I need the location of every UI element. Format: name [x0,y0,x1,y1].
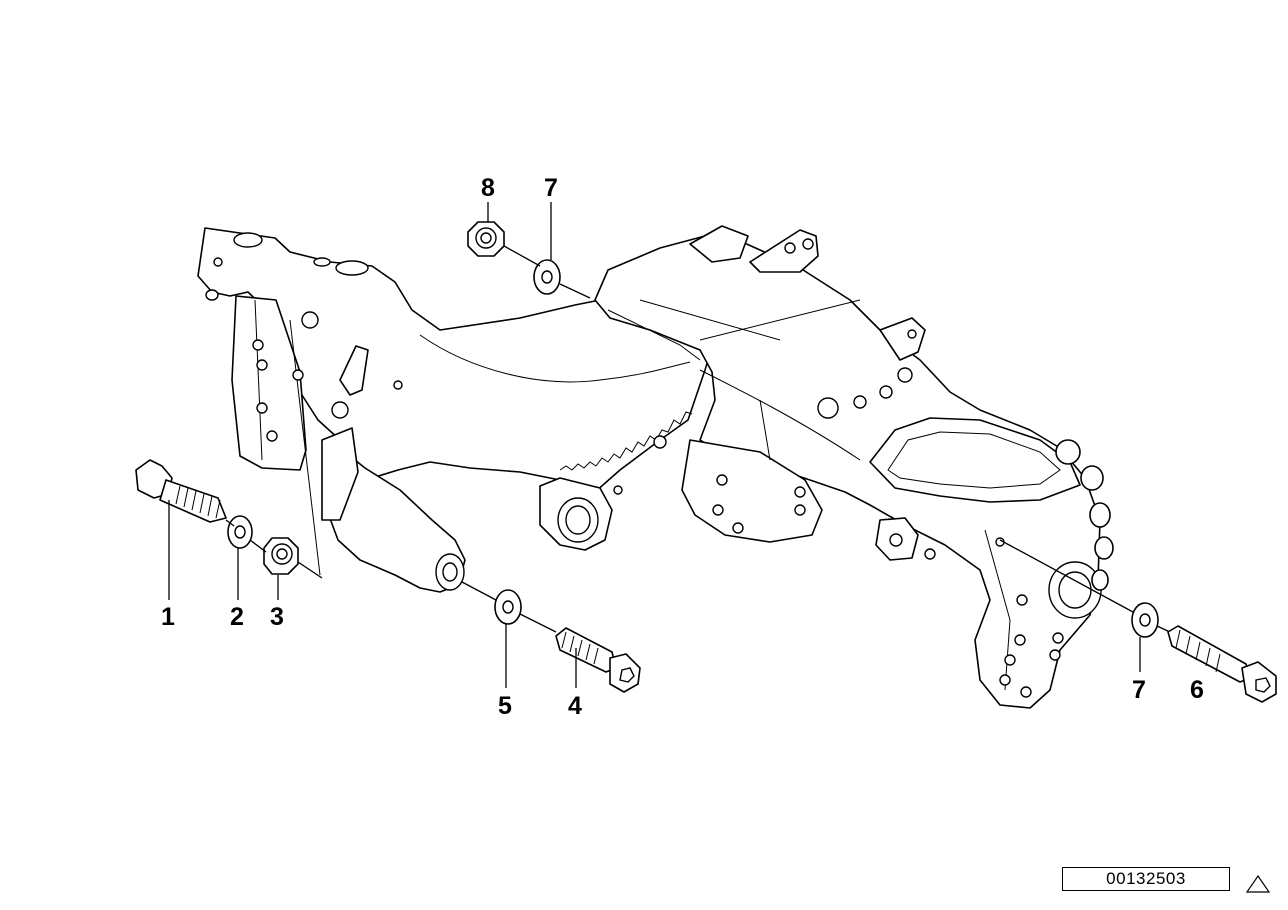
washer-center [494,589,522,625]
callout-3: 3 [270,603,284,631]
nut-left [263,537,299,575]
rear-axle-carrier [197,225,1114,709]
washer-right [1131,602,1159,638]
callout-8: 8 [481,174,495,202]
washer-top [533,259,561,295]
callout-7-right: 7 [1132,676,1146,704]
warning-triangle-icon [1246,875,1270,893]
callout-2: 2 [230,603,244,631]
callout-7-top: 7 [544,174,558,202]
callout-5: 5 [498,692,512,720]
bolt-center [555,627,641,693]
diagram-reference-number: 00132503 [1062,867,1230,891]
callout-leaders [168,202,1141,688]
washer-left [227,515,253,549]
bolt-left [135,459,227,523]
callout-4: 4 [568,692,582,720]
bolt-right [1167,625,1277,703]
nut-top [467,221,505,257]
callout-6: 6 [1190,676,1204,704]
callout-1: 1 [161,603,175,631]
